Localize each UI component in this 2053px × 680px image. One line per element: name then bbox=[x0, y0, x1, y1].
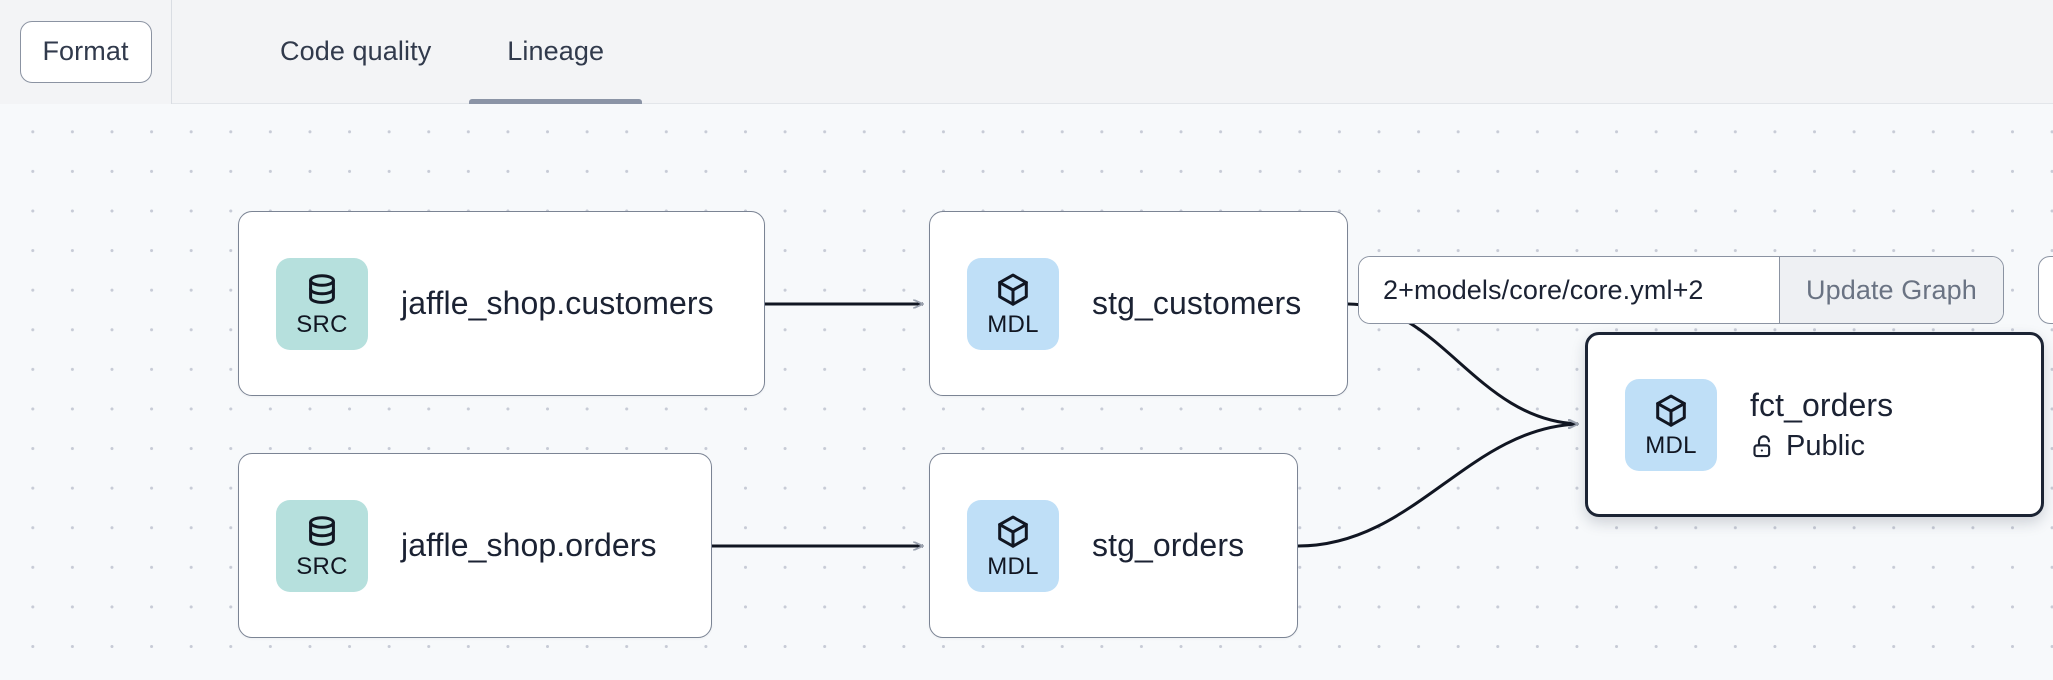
cube-icon bbox=[998, 515, 1028, 548]
tab-lineage[interactable]: Lineage bbox=[469, 0, 643, 104]
database-icon bbox=[309, 515, 335, 546]
lineage-node-fct-orders[interactable]: MDL fct_orders Public bbox=[1585, 332, 2044, 517]
node-kind-badge-mdl: MDL bbox=[967, 257, 1059, 350]
format-button[interactable]: Format bbox=[19, 20, 152, 83]
edge-stg-orders-to-fct-orders bbox=[1297, 424, 1578, 548]
cube-icon bbox=[1656, 394, 1686, 427]
node-title: stg_orders bbox=[1092, 527, 1245, 563]
node-kind-badge-src: SRC bbox=[276, 257, 368, 350]
node-title: stg_customers bbox=[1092, 285, 1302, 321]
node-access-label: Public bbox=[1786, 429, 1865, 462]
update-graph-button[interactable]: Update Graph bbox=[1779, 257, 2003, 323]
tab-code-quality-label: Code quality bbox=[280, 36, 432, 66]
node-title: jaffle_shop.customers bbox=[401, 285, 714, 321]
node-body: stg_customers bbox=[1092, 285, 1301, 322]
unlock-icon bbox=[1753, 434, 1771, 457]
graph-selector-input[interactable] bbox=[1359, 257, 1779, 323]
node-kind-label: MDL bbox=[987, 552, 1039, 580]
graph-side-control[interactable] bbox=[2038, 256, 2053, 324]
graph-control-bar: Update Graph bbox=[1358, 256, 2004, 324]
node-body: jaffle_shop.customers bbox=[401, 285, 714, 322]
node-kind-label: MDL bbox=[1645, 431, 1697, 459]
database-icon bbox=[309, 273, 335, 304]
editor-toolbar: Format Code quality Lineage bbox=[0, 0, 2053, 104]
node-kind-badge-src: SRC bbox=[276, 499, 368, 592]
node-kind-badge-mdl: MDL bbox=[1625, 378, 1717, 471]
lineage-node-stg-orders[interactable]: MDL stg_orders bbox=[929, 453, 1298, 638]
format-button-zone: Format bbox=[0, 0, 172, 104]
cube-icon bbox=[998, 273, 1028, 306]
lineage-node-jaffle-shop-orders[interactable]: SRC jaffle_shop.orders bbox=[238, 453, 712, 638]
node-access: Public bbox=[1750, 430, 1893, 463]
node-kind-label: SRC bbox=[296, 310, 348, 338]
lineage-canvas[interactable]: SRC jaffle_shop.customers SRC jaffle_sho… bbox=[0, 104, 2053, 680]
node-title: fct_orders bbox=[1750, 386, 1894, 423]
lineage-node-jaffle-shop-customers[interactable]: SRC jaffle_shop.customers bbox=[238, 211, 765, 396]
node-kind-label: MDL bbox=[987, 310, 1039, 338]
tab-lineage-label: Lineage bbox=[507, 36, 605, 66]
node-body: jaffle_shop.orders bbox=[401, 527, 657, 564]
tab-bar: Code quality Lineage bbox=[242, 0, 643, 104]
node-title: jaffle_shop.orders bbox=[401, 527, 657, 563]
node-kind-badge-mdl: MDL bbox=[967, 499, 1059, 592]
node-kind-label: SRC bbox=[296, 552, 348, 580]
node-body: fct_orders Public bbox=[1750, 387, 1893, 463]
tab-active-underline bbox=[469, 98, 643, 104]
tab-code-quality[interactable]: Code quality bbox=[242, 0, 469, 104]
node-body: stg_orders bbox=[1092, 527, 1244, 564]
lineage-node-stg-customers[interactable]: MDL stg_customers bbox=[929, 211, 1348, 396]
